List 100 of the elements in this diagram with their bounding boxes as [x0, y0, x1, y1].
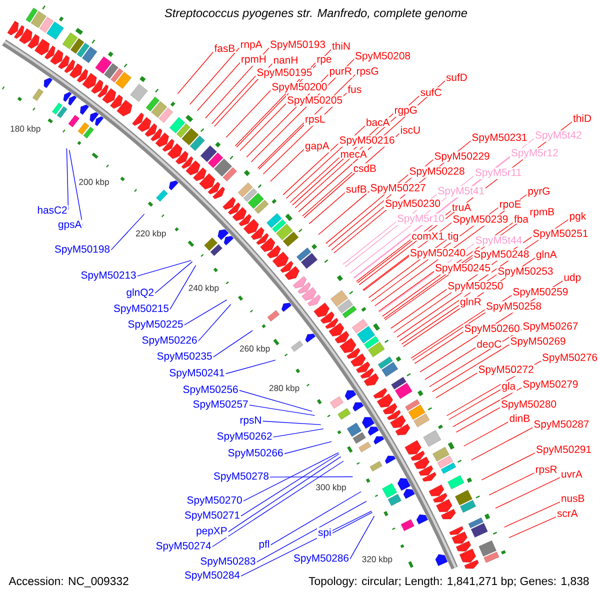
leader-line	[420, 280, 564, 372]
gene-label: SpyM50286	[294, 554, 349, 564]
gene-label: SpyM50226	[142, 336, 197, 346]
gene-label: sufC	[420, 88, 442, 96]
gene-label: SpyM50198	[54, 245, 110, 255]
leader-line	[198, 304, 232, 342]
gene-label: deoC	[477, 340, 502, 348]
footer-text: Accession: NC_009332	[8, 576, 128, 588]
scale-label: 220 kbp	[135, 230, 167, 239]
gene-label: SpyM50269	[510, 337, 566, 347]
gene-label: spi	[318, 528, 331, 538]
leader-line	[282, 143, 339, 196]
footer-text: Topology: circular; Length: 1,841,271 bp; Genes: 1,838	[308, 576, 589, 588]
leader-line	[270, 476, 353, 478]
gene-label: SpyM5r11	[475, 168, 522, 178]
gene-label: sufB	[346, 185, 366, 193]
leader-line	[196, 62, 240, 112]
gene-label: rgpG	[395, 106, 417, 116]
gene-label: SpyM50266	[228, 449, 283, 458]
gene-label: SpyM50251	[533, 230, 588, 240]
leader-line	[240, 454, 340, 516]
leader-line	[136, 260, 192, 276]
leader-line	[333, 140, 472, 254]
leader-line	[212, 460, 344, 548]
gene-label: SpyM50241	[170, 369, 224, 378]
leader-line	[286, 126, 366, 199]
leader-line	[424, 347, 476, 380]
gene-label: rpmH	[242, 55, 266, 65]
scale-label: 180 kbp	[10, 124, 42, 134]
leader-line	[399, 274, 498, 342]
leader-line	[331, 206, 384, 250]
leader-line	[371, 207, 499, 302]
gene-label: hasC2	[38, 206, 67, 214]
gene-label: SpyM50240	[410, 249, 466, 258]
leader-line	[272, 428, 324, 438]
leader-line	[353, 156, 510, 278]
leader-line	[403, 258, 536, 347]
leader-line	[205, 48, 270, 118]
gene-label: SpyM50213	[81, 271, 136, 281]
gene-label: SpyM50195	[257, 68, 312, 78]
gene-label: SpyM50283	[200, 557, 256, 567]
leader-line	[464, 422, 509, 446]
gene-label: SpyM50287	[534, 420, 589, 430]
gene-label: uvrA	[562, 470, 582, 478]
gene-label: bacA	[366, 118, 390, 126]
gene-label: dinB	[510, 414, 530, 422]
gene-label: scrA	[557, 510, 578, 517]
leader-line	[246, 74, 329, 158]
leader-line	[471, 427, 534, 460]
leader-line	[184, 300, 228, 326]
leader-line	[342, 222, 396, 265]
gene-label: SpyM50262	[217, 432, 272, 442]
gene-label: SpyM50205	[287, 96, 342, 106]
leader-line	[414, 332, 464, 364]
leader-line	[284, 441, 332, 454]
gene-label: SpyM50228	[410, 167, 464, 177]
leader-line	[240, 103, 286, 152]
leader-line	[354, 138, 534, 279]
leader-line	[225, 360, 276, 374]
gene-label: sufD	[446, 73, 467, 81]
gene-label: iscU	[401, 126, 420, 134]
gene-label: SpyM50259	[513, 288, 568, 298]
leader-line	[251, 58, 354, 162]
leader-line	[332, 512, 373, 534]
leader-line	[270, 491, 362, 546]
gene-label: mecA	[341, 150, 367, 158]
leader-line	[481, 452, 536, 480]
leader-line	[362, 222, 452, 290]
leader-line	[292, 113, 394, 206]
gene-label: SpyM50279	[523, 380, 578, 390]
gene-label: SpyM50258	[486, 302, 542, 312]
gene-label: SpyM5r10	[397, 214, 444, 224]
gene-label: SpyM5t42	[535, 131, 582, 141]
leader-line	[258, 74, 356, 170]
gene-label: purR	[330, 67, 352, 77]
leader-line	[401, 304, 460, 344]
leader-line	[344, 194, 438, 268]
leader-line	[294, 96, 420, 208]
leader-line	[228, 456, 342, 532]
scale-label: 260 kbp	[239, 344, 271, 354]
gene-label: SpyM50215	[114, 304, 169, 314]
gene-label: rpsG	[357, 67, 378, 77]
leader-line	[236, 49, 332, 148]
gene-label: SpyM50250	[448, 282, 503, 292]
leader-line	[262, 92, 348, 174]
leader-line	[257, 122, 304, 169]
leader-line	[390, 288, 448, 329]
gene-label: SpyM50227	[370, 184, 426, 194]
leader-line	[379, 243, 475, 313]
scale-label: 200 kbp	[78, 178, 110, 188]
gene-label: fasB	[214, 44, 235, 52]
gene-label: glnQ2	[126, 288, 154, 298]
leader-line	[357, 210, 452, 284]
gene-label: rpmB	[530, 208, 554, 218]
gene-label: csdB	[354, 164, 376, 172]
leader-line	[429, 329, 522, 388]
gene-label: comX1	[412, 232, 444, 240]
leader-line	[448, 389, 502, 420]
leader-line	[290, 157, 340, 203]
leader-line	[356, 239, 412, 282]
